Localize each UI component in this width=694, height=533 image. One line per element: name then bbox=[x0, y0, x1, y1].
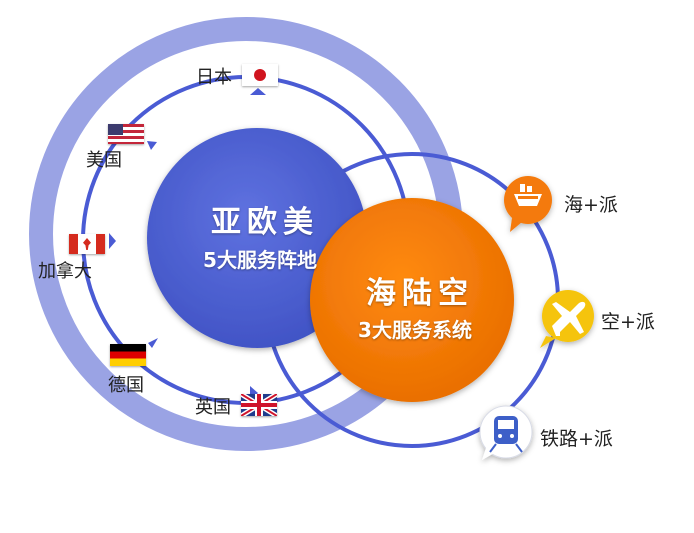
transport-title: 海陆空 bbox=[366, 276, 474, 311]
canada-flag-icon bbox=[69, 234, 105, 254]
country-label-canada: 加拿大 bbox=[38, 261, 92, 282]
service-label-sea: 海+派 bbox=[564, 194, 618, 216]
region-subtitle: 5大服务阵地 bbox=[203, 248, 317, 272]
ship-icon bbox=[504, 176, 552, 232]
region-title: 亚欧美 bbox=[211, 205, 319, 240]
airplane-icon bbox=[540, 290, 594, 348]
country-label-germany: 德国 bbox=[108, 375, 144, 396]
country-label-usa: 美国 bbox=[86, 150, 122, 171]
japan-flag-icon bbox=[242, 64, 278, 86]
orange-circle bbox=[310, 198, 514, 402]
country-label-japan: 日本 bbox=[196, 67, 232, 88]
uk-flag-icon bbox=[241, 394, 277, 416]
usa-flag-icon bbox=[108, 124, 144, 144]
train-icon bbox=[479, 405, 533, 460]
germany-flag-icon bbox=[110, 344, 146, 366]
country-label-uk: 英国 bbox=[195, 397, 231, 418]
transport-subtitle: 3大服务系统 bbox=[358, 318, 472, 342]
service-label-rail: 铁路+派 bbox=[540, 428, 613, 450]
service-label-air: 空+派 bbox=[601, 311, 655, 333]
